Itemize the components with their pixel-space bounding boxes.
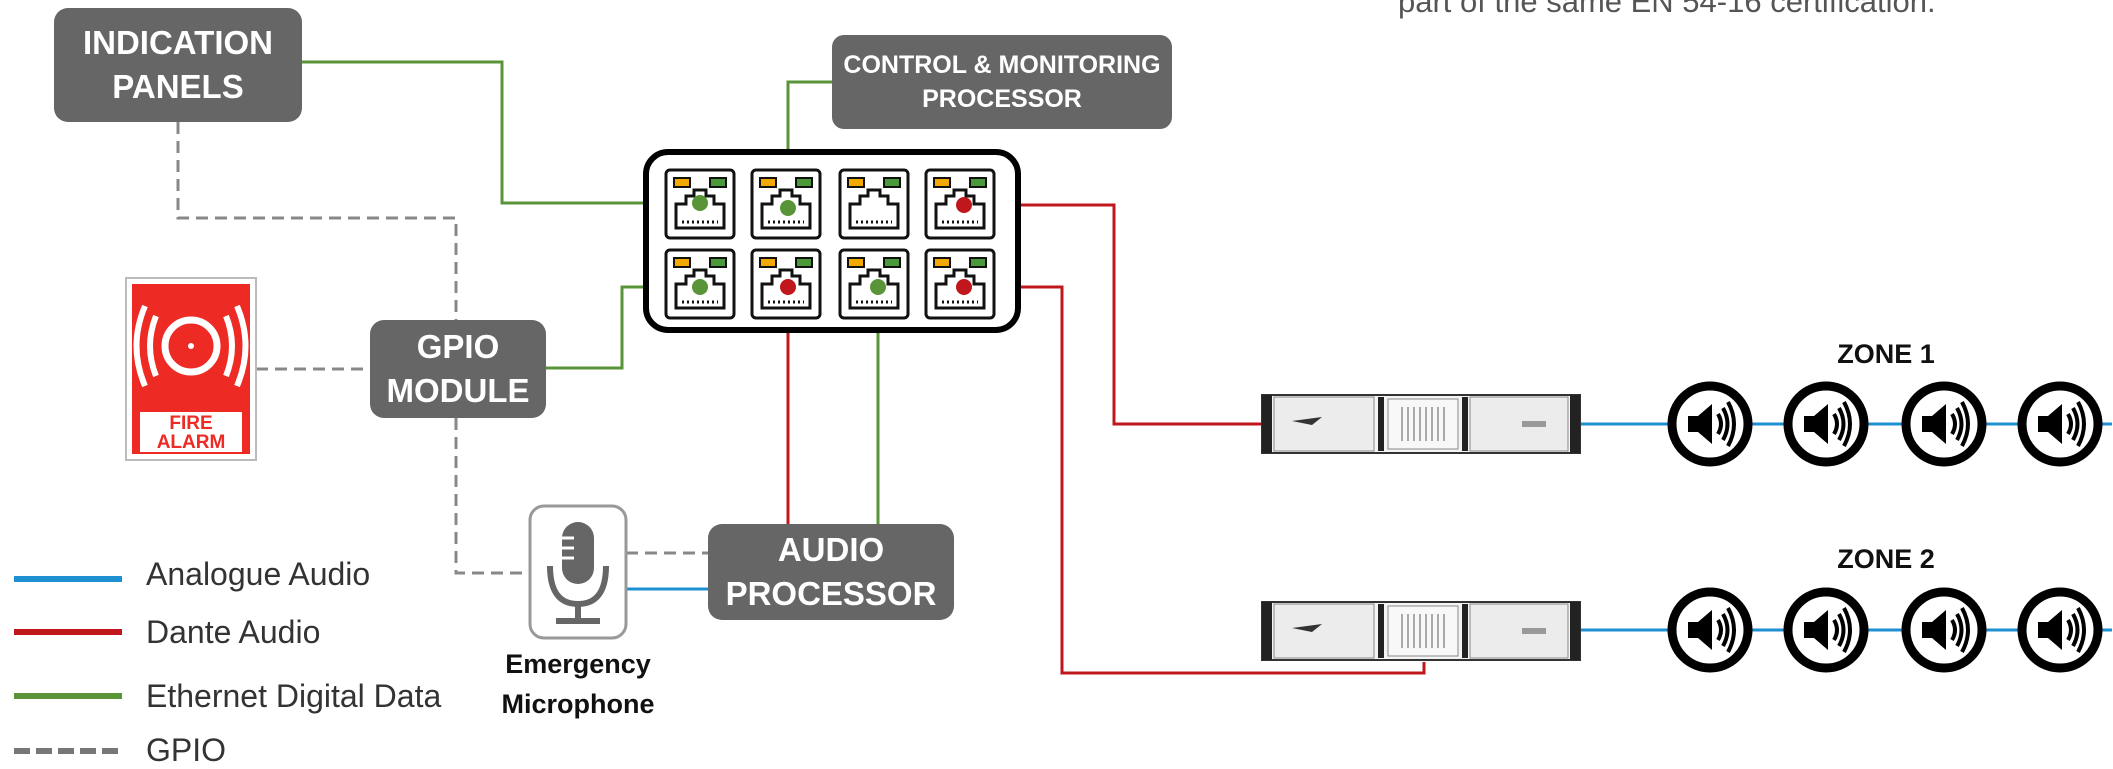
gpio-module-line2: MODULE [386, 372, 530, 409]
indication-panels-line2: PANELS [112, 68, 244, 105]
zone-1-label: ZONE 1 [1837, 339, 1935, 369]
gpio-module-line1: GPIO [416, 328, 500, 365]
audio-processor-line2: PROCESSOR [725, 575, 937, 612]
port-dot [956, 279, 972, 295]
top-note: part of the same EN 54-16 certification. [1398, 0, 1936, 19]
speaker-icon [1788, 592, 1864, 668]
gpio-module-block: GPIO MODULE [370, 320, 546, 418]
port-dot [780, 279, 796, 295]
fire-alarm-icon: FIRE ALARM [125, 277, 257, 461]
legend-label-analogue: Analogue Audio [146, 556, 371, 592]
eth-link-panels [302, 60, 700, 205]
speaker-icon [2022, 592, 2098, 668]
gpio-link-microphone [454, 418, 530, 575]
speaker-icon [2022, 386, 2098, 462]
amplifier-icon [1261, 394, 1581, 454]
port-dot [692, 195, 708, 211]
control-processor-line2: PROCESSOR [922, 85, 1082, 113]
speaker-icon [1788, 386, 1864, 462]
port-dot [692, 279, 708, 295]
zone-2-label: ZONE 2 [1837, 544, 1935, 574]
port-dot [780, 200, 796, 216]
audio-processor-line1: AUDIO [777, 531, 885, 568]
speaker-icon [1672, 386, 1748, 462]
control-processor-line1: CONTROL & MONITORING [843, 51, 1161, 79]
indication-panels-line1: INDICATION [82, 24, 274, 61]
port-dot [956, 197, 972, 213]
indication-panels-block: INDICATION PANELS [54, 8, 302, 122]
audio-processor-block: AUDIO PROCESSOR [708, 524, 954, 620]
ethernet-port-icon [838, 168, 910, 240]
microphone-label-line2: Microphone [501, 689, 655, 719]
fire-alarm-line2: ALARM [157, 432, 226, 453]
legend-label-dante: Dante Audio [146, 614, 321, 650]
gpio-link-panels [176, 122, 458, 320]
legend-label-gpio: GPIO [146, 732, 227, 768]
speaker-icon [1906, 386, 1982, 462]
legend-swatches [14, 576, 122, 754]
dante-link-amp2 [964, 285, 1426, 675]
microphone-label: Emergency Microphone [478, 644, 678, 724]
speaker-icon [1906, 592, 1982, 668]
speaker-icon [1672, 592, 1748, 668]
network-switch [643, 149, 1021, 333]
port-dot [870, 279, 886, 295]
fire-alarm-line1: FIRE [169, 413, 212, 434]
amplifier-icon [1261, 601, 1581, 661]
microphone-label-line1: Emergency [505, 649, 651, 679]
microphone-icon [528, 504, 628, 640]
dante-link-amp1 [964, 203, 1262, 426]
control-monitoring-processor-block: CONTROL & MONITORING PROCESSOR [832, 35, 1172, 129]
legend-label-ethernet: Ethernet Digital Data [146, 678, 442, 714]
